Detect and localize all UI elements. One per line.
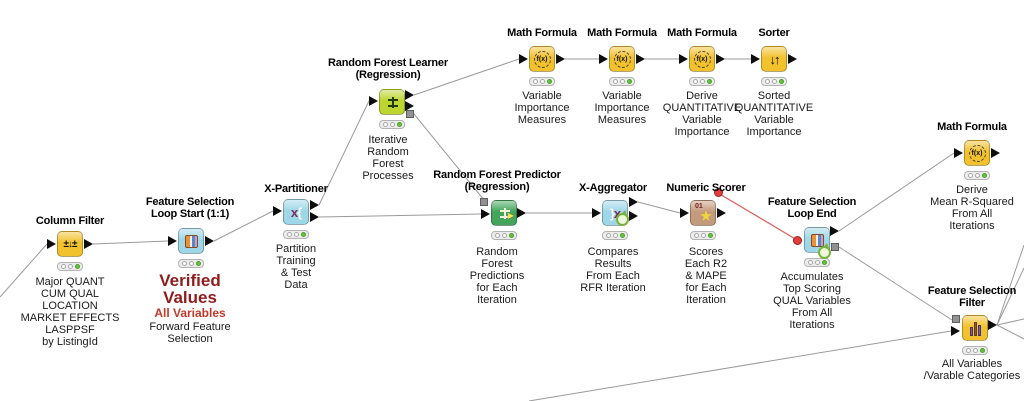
sorter-node[interactable]: ↓↑ (761, 46, 787, 72)
data-connection[interactable] (213, 210, 274, 242)
math-formula-icon: f(x) (693, 50, 711, 68)
data-connection[interactable] (413, 113, 485, 201)
math-formula-icon: f(x) (613, 50, 631, 68)
node-status-light (602, 231, 628, 240)
output-port[interactable] (517, 208, 526, 218)
star-icon (700, 210, 712, 221)
data-connection[interactable] (637, 201, 681, 214)
node-status-light (178, 259, 204, 268)
output-port[interactable] (310, 200, 319, 210)
random-forest-predictor-node[interactable]: ▶ (491, 200, 517, 226)
random-forest-learner-node[interactable] (379, 89, 405, 115)
output-port[interactable] (788, 54, 797, 64)
scorer-digits: 01 (695, 203, 703, 210)
input-port[interactable] (481, 209, 490, 219)
data-connection[interactable] (318, 213, 482, 218)
flow-variable-connection[interactable] (717, 192, 798, 241)
node-status-light (57, 262, 83, 271)
math-formula-1-node[interactable]: f(x) (529, 46, 555, 72)
input-port[interactable] (592, 208, 601, 218)
loop-table-icon (184, 234, 198, 248)
x-partitioner-icon: x{ (290, 204, 302, 220)
input-port[interactable] (679, 54, 688, 64)
math-formula-4-node[interactable]: f(x) (964, 140, 990, 166)
output-port[interactable] (830, 226, 839, 236)
node-status-light (689, 77, 715, 86)
x-partitioner-node[interactable]: x{ (283, 199, 309, 225)
input-port[interactable] (369, 96, 378, 106)
data-connection[interactable] (92, 240, 169, 245)
input-port[interactable] (168, 236, 177, 246)
node-status-light (761, 77, 787, 86)
node-status-light (529, 77, 555, 86)
node-status-light (690, 231, 716, 240)
node-status-light (804, 258, 830, 267)
output-port[interactable] (636, 54, 645, 64)
model-port[interactable] (406, 110, 414, 118)
numeric-scorer-node[interactable]: 01 (690, 200, 716, 226)
input-port[interactable] (519, 54, 528, 64)
output-port[interactable] (205, 236, 214, 246)
node-status-light (283, 230, 309, 239)
data-connection[interactable] (996, 324, 1024, 340)
output-port[interactable] (717, 208, 726, 218)
math-formula-icon: f(x) (968, 144, 986, 162)
output-port[interactable] (629, 211, 638, 221)
output-port[interactable] (991, 148, 1000, 158)
flow-variable-port[interactable] (793, 236, 802, 245)
data-connection[interactable] (996, 267, 1024, 326)
loop-state-icon (818, 246, 831, 259)
data-connection[interactable] (996, 318, 1024, 326)
data-connection[interactable] (996, 244, 1024, 326)
output-port[interactable] (405, 90, 414, 100)
data-connection[interactable] (838, 152, 955, 232)
feature-selection-loop-start-node[interactable] (178, 228, 204, 254)
random-forest-icon (386, 96, 399, 109)
input-port[interactable] (47, 239, 56, 249)
input-port[interactable] (273, 206, 282, 216)
input-port[interactable] (951, 326, 960, 336)
output-port[interactable] (629, 197, 638, 207)
output-port[interactable] (310, 212, 319, 222)
column-filter-node[interactable]: ±↓± (57, 231, 83, 257)
predict-arrow-icon: ▶ (507, 211, 514, 220)
output-port[interactable] (988, 320, 997, 330)
node-status-light (379, 120, 405, 129)
input-port[interactable] (751, 54, 760, 64)
node-status-light (964, 171, 990, 180)
feature-selection-filter-node[interactable] (962, 315, 988, 341)
output-port[interactable] (556, 54, 565, 64)
input-port[interactable] (680, 208, 689, 218)
column-filter-icon: ±↓± (63, 238, 78, 250)
data-connection[interactable] (0, 243, 48, 298)
node-status-light (962, 346, 988, 355)
loop-state-icon (616, 213, 629, 226)
input-port[interactable] (599, 54, 608, 64)
filter-bars-icon (969, 321, 981, 336)
model-port[interactable] (952, 315, 960, 323)
x-aggregator-icon: }x (609, 205, 621, 221)
input-port[interactable] (954, 148, 963, 158)
math-formula-3-node[interactable]: f(x) (689, 46, 715, 72)
data-connection[interactable] (528, 330, 952, 401)
data-connection[interactable] (413, 58, 520, 96)
data-connection[interactable] (838, 246, 953, 321)
output-port[interactable] (84, 239, 93, 249)
model-port[interactable] (480, 198, 488, 206)
flow-variable-port[interactable] (714, 188, 723, 197)
output-port[interactable] (405, 101, 414, 111)
random-forest-icon (498, 207, 511, 220)
output-port[interactable] (716, 54, 725, 64)
math-formula-2-node[interactable]: f(x) (609, 46, 635, 72)
node-status-light (609, 77, 635, 86)
sorter-icon: ↓↑ (769, 51, 781, 67)
loop-table-icon (810, 233, 824, 247)
math-formula-icon: f(x) (533, 50, 551, 68)
node-status-light (491, 231, 517, 240)
data-connection[interactable] (318, 100, 370, 206)
